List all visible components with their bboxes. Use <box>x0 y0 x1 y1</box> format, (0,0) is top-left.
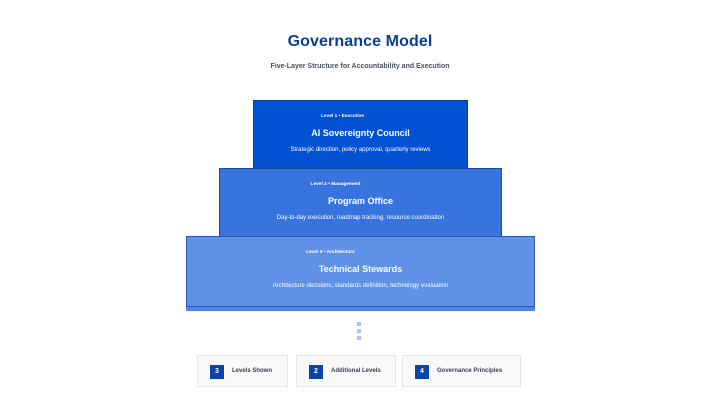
layer-level-label: Level 2 • Management <box>310 182 361 187</box>
continuation-dot <box>357 322 361 326</box>
layer-level-label: Level 3 • Architecture <box>306 250 355 255</box>
layer-name: AI Sovereignty Council <box>311 128 410 138</box>
page-title: Governance Model <box>287 33 433 50</box>
layer-level-label: Level 1 • Executive <box>320 114 364 119</box>
layer-description: Day-to-day execution, roadmap tracking, … <box>276 215 445 221</box>
page-subtitle: Five-Layer Structure for Accountability … <box>270 63 450 70</box>
layer-name: Technical Stewards <box>318 264 403 274</box>
stat-label: Governance Principles <box>437 368 503 374</box>
stat-card-governance-principles: 4 Governance Principles <box>402 355 521 387</box>
stat-card-levels-shown: 3 Levels Shown <box>197 355 288 387</box>
layer-description: Architecture decisions, standards defini… <box>272 283 449 289</box>
pyramid-layer-3: Level 3 • Architecture Technical Steward… <box>186 236 535 307</box>
stat-badge: 4 <box>415 365 429 379</box>
stat-badge: 3 <box>210 365 224 379</box>
stat-label: Levels Shown <box>232 368 273 374</box>
stat-badge: 2 <box>309 365 323 379</box>
layer-name: Program Office <box>327 196 394 206</box>
pyramid-layer-2: Level 2 • Management Program Office Day-… <box>219 168 502 237</box>
stat-card-additional-levels: 2 Additional Levels <box>296 355 396 387</box>
continuation-dots <box>357 322 362 343</box>
pyramid-layer-1: Level 1 • Executive AI Sovereignty Counc… <box>253 100 468 169</box>
layer-description: Strategic direction, policy approval, qu… <box>290 147 431 153</box>
stat-label: Additional Levels <box>331 368 381 374</box>
continuation-dot <box>357 329 361 333</box>
continuation-dot <box>357 336 361 340</box>
